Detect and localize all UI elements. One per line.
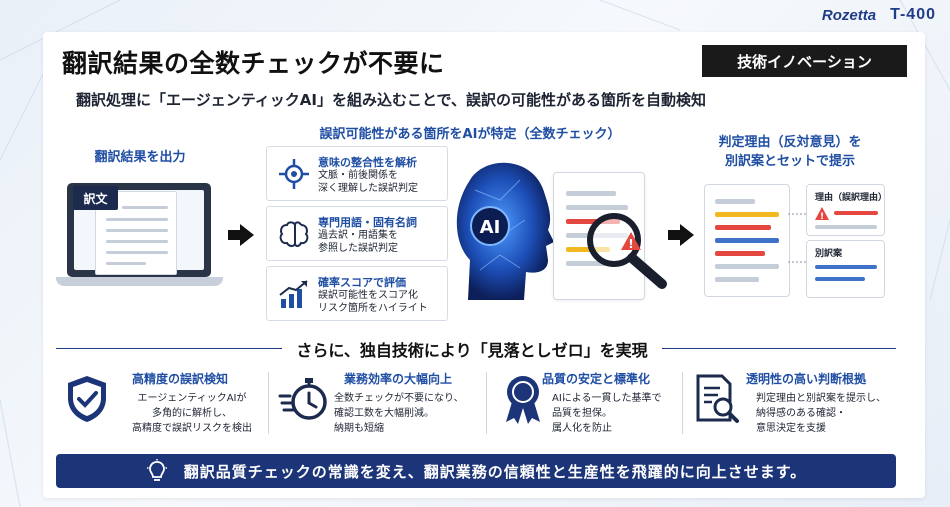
benefit-desc-line: 高精度で誤訳リスクを検出 [132,423,252,434]
feature-desc-line: 過去訳・用語集を [318,230,398,241]
feature-terminology: 専門用語・固有名詞 過去訳・用語集を 参照した誤訳判定 [266,206,448,261]
benefit-desc-line: 納得感のある確認・ [756,408,846,419]
feature-desc-line: リスク箇所をハイライト [318,303,428,314]
benefit-title: 品質の安定と標準化 [542,372,651,386]
ai-section-label: 誤訳可能性がある箇所をAIが特定（全数チェック） [319,127,621,142]
benefit-desc: エージェンティックAIが 多角的に解析し、 高精度で誤訳リスクを検出 [132,391,252,436]
benefit-efficiency: 業務効率の大幅向上 全数チェックが不要になり、 確認工数を大幅削減。 納期も短縮 [278,366,488,441]
benefit-desc-line: 意思決定を支援 [756,423,826,434]
arrow-right-icon [228,224,254,246]
arrow-right-icon [668,224,694,246]
target-icon [279,159,309,189]
benefit-desc-line: 納期も短縮 [334,423,384,434]
ai-head-illustration: AI [456,162,554,300]
benefit-title: 高精度の誤訳検知 [132,372,229,386]
feature-desc-line: 深く理解した誤訳判定 [318,183,418,194]
feature-desc: 文脈・前後関係を 深く理解した誤訳判定 [318,169,418,195]
feature-desc-line: 文脈・前後関係を [318,170,398,181]
benefit-separator [486,372,487,434]
benefit-desc-line: 全数チェックが不要になり、 [334,393,464,404]
translation-badge: 訳文 [73,186,118,210]
connector-lines [788,213,806,263]
document-search-icon [696,374,739,423]
footer-banner: 翻訳品質チェックの常識を変え、翻訳業務の信頼性と生産性を飛躍的に向上させます。 [56,454,896,488]
benefit-desc: AIによる一貫した基準で 品質を担保。 属人化を防止 [552,391,662,436]
page-title: 翻訳結果の全数チェックが不要に [62,49,445,78]
benefit-desc-line: 判定理由と別訳案を提示し、 [756,393,886,404]
warning-icon [621,232,641,250]
alt-card-label: 別訳案 [815,249,843,259]
benefit-separator [268,372,269,434]
benefit-title: 透明性の高い判断根拠 [746,372,867,386]
result-section-label: 判定理由（反対意見）を 別訳案とセットで提示 [690,133,890,171]
divider-left [56,348,326,349]
rozetta-logo: Rozetta [821,6,877,24]
feature-probability-score: 確率スコアで評価 誤訳可能性をスコア化 リスク箇所をハイライト [266,266,448,321]
brand-logo-area: Rozetta T-400 [822,6,936,24]
benefit-quality: 品質の安定と標準化 AIによる一貫した基準で 品質を担保。 属人化を防止 [496,366,676,441]
feature-desc: 過去訳・用語集を 参照した誤訳判定 [318,229,398,255]
zero-oversight-title: さらに、独自技術により「見落としゼロ」を実現 [282,337,662,361]
shield-check-icon [68,376,106,422]
benefit-desc-line: 属人化を防止 [552,423,612,434]
benefit-separator [682,372,683,434]
benefit-desc-line: エージェンティックAIが [137,393,247,404]
ai-label: AI [480,217,501,238]
alternative-translation-card: 別訳案 [806,240,885,298]
stopwatch-icon [278,378,327,420]
svg-text:!: ! [820,212,824,220]
benefit-desc-line: AIによる一貫した基準で [552,393,662,404]
result-label-line1: 判定理由（反対意見）を [718,135,862,150]
benefit-desc: 判定理由と別訳案を提示し、 納得感のある確認・ 意思決定を支援 [756,391,886,436]
footer-message: 翻訳品質チェックの常識を変え、翻訳業務の信頼性と生産性を飛躍的に向上させます。 [183,462,807,481]
translation-document [95,191,177,275]
feature-desc-line: 誤訳可能性をスコア化 [318,290,418,301]
final-document [704,184,790,297]
reason-card-label: 理由（誤訳理由） [815,193,888,203]
bar-chart-icon [279,280,308,308]
svg-text:!: ! [628,237,633,251]
feature-desc-line: 参照した誤訳判定 [318,243,398,254]
page-subtitle: 翻訳処理に「エージェンティックAI」を組み込むことで、誤訳の可能性がある箇所を自… [76,91,706,109]
laptop-base [56,277,223,286]
feature-semantic-analysis: 意味の整合性を解析 文脈・前後関係を 深く理解した誤訳判定 [266,146,448,201]
feature-desc: 誤訳可能性をスコア化 リスク箇所をハイライト [318,289,428,315]
reason-card: 理由（誤訳理由） ! [806,184,888,236]
result-label-line2: 別訳案とセットで提示 [724,154,855,169]
benefit-desc-line: 確認工数を大幅削減。 [334,408,434,419]
magnifier-icon: ! [587,213,667,289]
award-badge-icon [506,376,540,424]
innovation-tag: 技術イノベーション [702,45,907,77]
benefit-transparency: 透明性の高い判断根拠 判定理由と別訳案を提示し、 納得感のある確認・ 意思決定を… [690,366,900,441]
warning-icon: ! [815,207,829,220]
feature-title: 確率スコアで評価 [318,276,406,289]
benefit-desc: 全数チェックが不要になり、 確認工数を大幅削減。 納期も短縮 [334,391,464,436]
divider-right [620,348,896,349]
lightbulb-icon [146,459,167,481]
t400-logo: T-400 [890,6,936,23]
feature-title: 意味の整合性を解析 [318,156,417,169]
benefit-desc-line: 多角的に解析し、 [152,408,232,419]
benefit-desc-line: 品質を担保。 [552,408,612,419]
feature-title: 専門用語・固有名詞 [318,216,417,229]
output-section-label: 翻訳結果を出力 [94,150,186,165]
brain-icon [279,221,309,247]
benefit-accuracy: 高精度の誤訳検知 エージェンティックAIが 多角的に解析し、 高精度で誤訳リスク… [60,366,270,441]
benefit-title: 業務効率の大幅向上 [344,372,453,386]
